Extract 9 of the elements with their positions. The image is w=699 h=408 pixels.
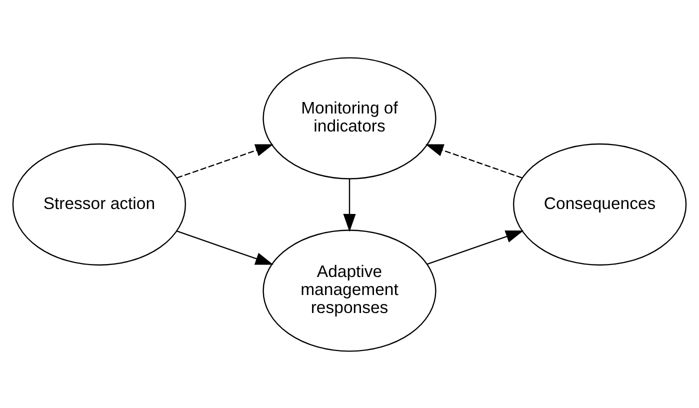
node-ellipse: Adaptive management responses	[262, 229, 436, 352]
arrow	[426, 230, 524, 264]
arrow	[176, 144, 274, 178]
node-ellipse: Consequences	[512, 142, 687, 266]
arrow	[176, 230, 274, 264]
arrow	[425, 144, 522, 178]
node-ellipse: Monitoring of indicators	[262, 56, 436, 179]
arrow	[343, 178, 356, 232]
node-ellipse: Stressor action	[12, 142, 186, 266]
